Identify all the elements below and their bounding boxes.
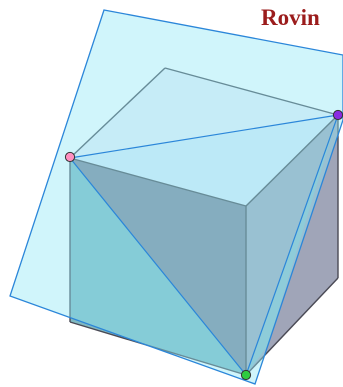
bottom-vertex-marker[interactable] <box>240 369 252 381</box>
cube-edges <box>69 67 339 376</box>
cut-lines <box>69 114 339 376</box>
left-vertex-marker[interactable] <box>64 151 76 163</box>
top-right-vertex-marker[interactable] <box>332 109 343 121</box>
section-triangle-top <box>70 115 338 206</box>
title: Rovin <box>261 5 320 30</box>
cutting-plane <box>9 9 343 385</box>
